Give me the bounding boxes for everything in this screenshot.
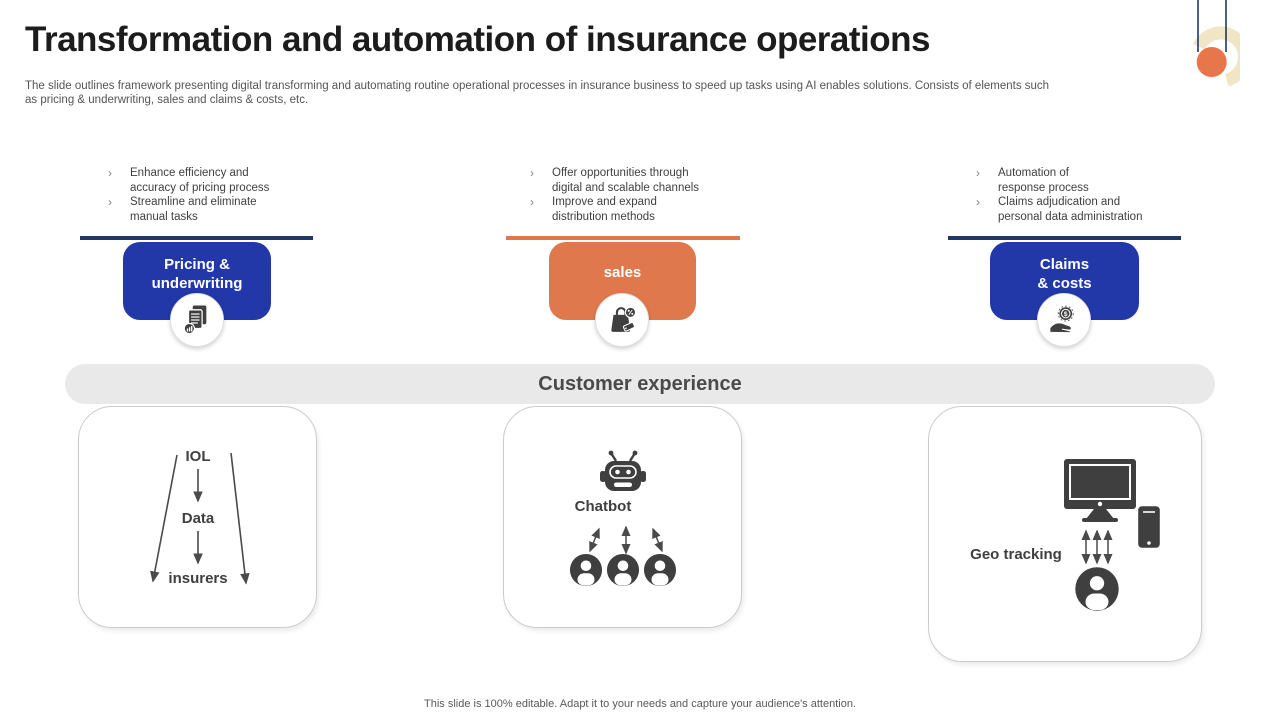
icon-circle-sales: [595, 293, 649, 347]
bullet-text: Improve and expand distribution methods: [552, 196, 657, 223]
user-avatar-icon: [1075, 567, 1119, 611]
chevron-bullet-icon: ›: [976, 166, 980, 180]
document-report-icon: [183, 305, 207, 335]
card-chatbot: Chatbot: [503, 406, 742, 628]
flow-node-insurers: insurers: [168, 570, 228, 587]
user-avatar-icon: [569, 553, 603, 587]
chatbot-label: Chatbot: [574, 498, 632, 515]
flow-node-data: Data: [181, 510, 215, 527]
bullet-item: › Automation of response process: [976, 166, 1142, 195]
bullet-item: › Streamline and eliminate manual tasks: [108, 195, 269, 224]
icon-circle-pricing: [170, 293, 224, 347]
accent-underline-sales: [506, 236, 740, 240]
shopping-bag-sale-icon: [611, 306, 637, 332]
geo-arrows-icon: [1081, 529, 1113, 565]
bullet-text: Streamline and eliminate manual tasks: [130, 196, 257, 223]
slide-title: Transformation and automation of insuran…: [25, 20, 931, 59]
geo-tracking-label: Geo tracking: [970, 546, 1062, 563]
chat-arrows-icon: [589, 525, 663, 555]
accent-underline-pricing: [80, 236, 313, 240]
slide-subtitle: The slide outlines framework presenting …: [25, 80, 1050, 106]
bullet-item: › Improve and expand distribution method…: [530, 195, 699, 224]
icon-circle-claims: $: [1037, 293, 1091, 347]
bullet-text: Offer opportunities through digital and …: [552, 167, 700, 194]
banner-label: Customer experience: [538, 373, 742, 395]
bullet-item: › Offer opportunities through digital an…: [530, 166, 699, 195]
user-avatar-icon: [643, 553, 677, 587]
user-avatar-icon: [606, 553, 640, 587]
bullet-text: Enhance efficiency and accuracy of prici…: [130, 167, 270, 194]
chevron-bullet-icon: ›: [108, 195, 112, 209]
bullet-text: Claims adjudication and personal data ad…: [998, 196, 1143, 223]
robot-icon: [600, 450, 646, 491]
accent-underline-claims: [948, 236, 1181, 240]
bullet-item: › Enhance efficiency and accuracy of pri…: [108, 166, 269, 195]
chevron-bullet-icon: ›: [976, 195, 980, 209]
card-iol-flow: IOL Data insurers: [78, 406, 317, 628]
bullet-list-claims: › Automation of response process › Claim…: [976, 166, 1142, 224]
bullet-list-pricing: › Enhance efficiency and accuracy of pri…: [108, 166, 269, 224]
bullet-item: › Claims adjudication and personal data …: [976, 195, 1142, 224]
smartphone-icon: [1135, 503, 1163, 551]
chevron-bullet-icon: ›: [108, 166, 112, 180]
bullet-list-sales: › Offer opportunities through digital an…: [530, 166, 699, 224]
pendant-circle: [1196, 47, 1227, 77]
flow-arrows-icon: [150, 452, 250, 585]
pendant-decoration: [1192, 0, 1240, 87]
chevron-bullet-icon: ›: [530, 166, 534, 180]
hand-coin-icon: $: [1050, 305, 1074, 333]
category-box-pricing: Pricing & underwriting: [123, 242, 271, 320]
card-geo-tracking: Geo tracking: [928, 406, 1202, 662]
pendant-arc: [1192, 26, 1240, 87]
footer-note: This slide is 100% editable. Adapt it to…: [424, 698, 856, 710]
customer-experience-banner: Customer experience: [65, 364, 1215, 404]
chevron-bullet-icon: ›: [530, 195, 534, 209]
svg-text:$: $: [1064, 311, 1068, 318]
bullet-text: Automation of response process: [998, 167, 1089, 194]
monitor-icon: [1064, 459, 1136, 522]
flow-node-iol: IOL: [185, 448, 211, 465]
